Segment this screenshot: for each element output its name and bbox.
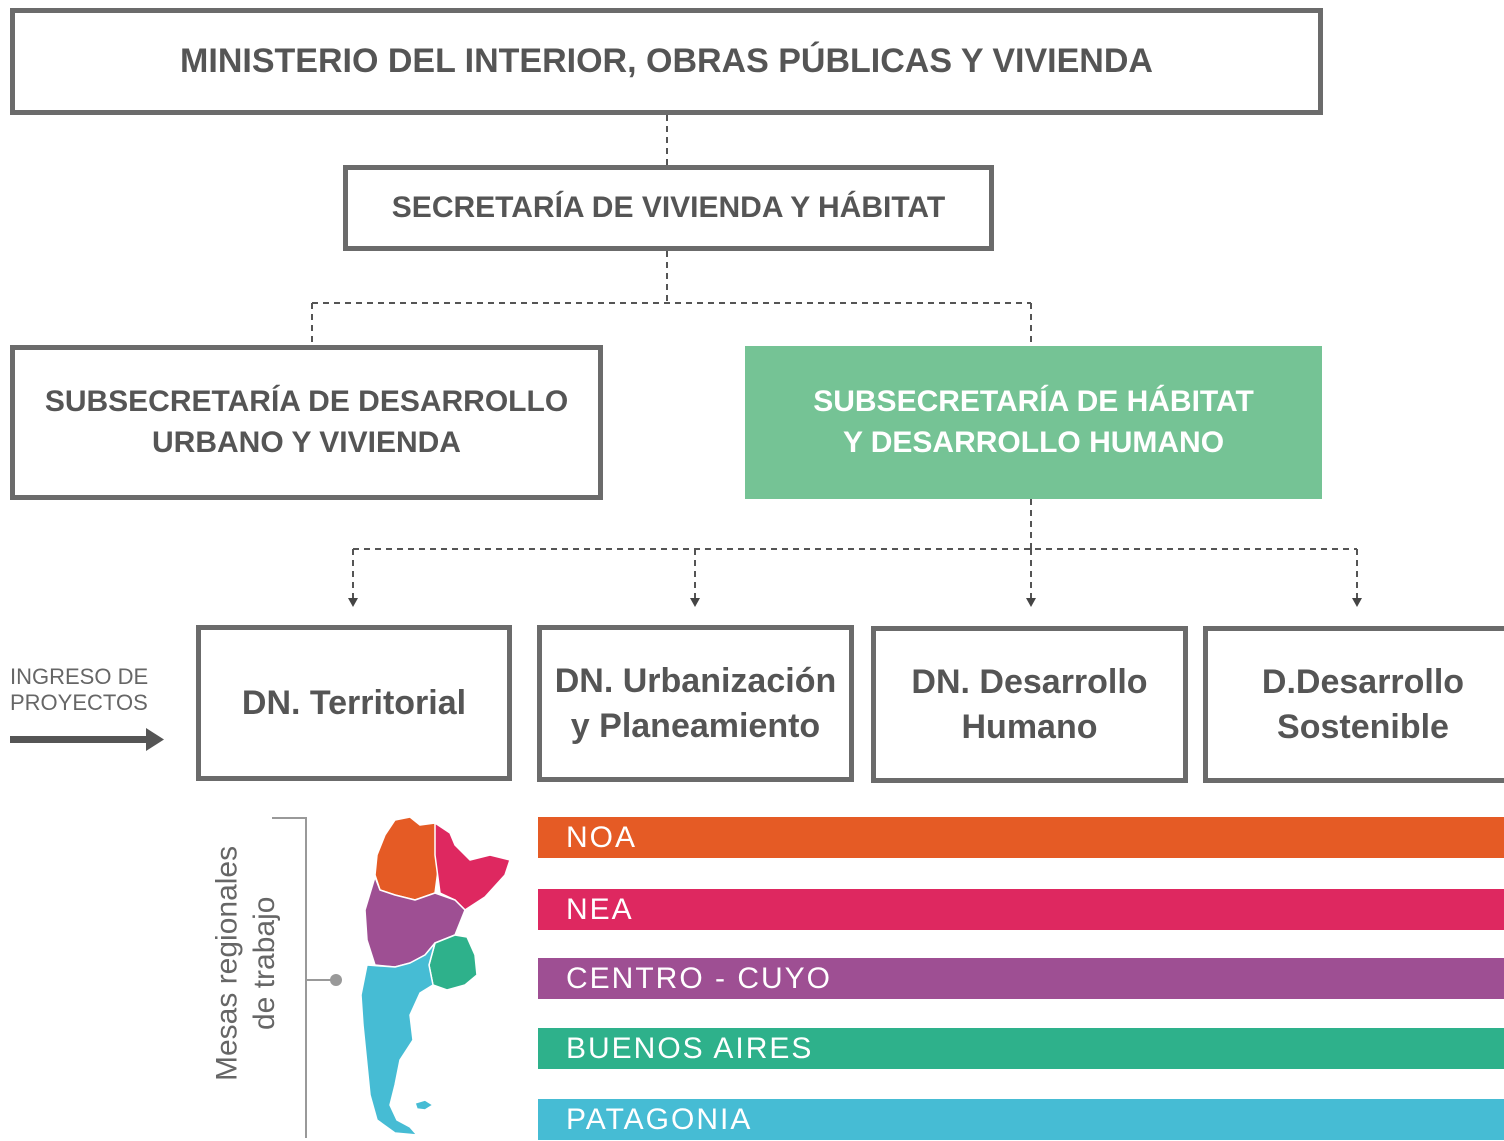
dn-urbanizacion-box: DN. Urbanización y Planeamiento (537, 625, 854, 782)
d-sostenible-line-2: Sostenible (1277, 707, 1449, 746)
mesas-line-2: de trabajo (248, 896, 281, 1030)
ministerio-box: MINISTERIO DEL INTERIOR, OBRAS PÚBLICAS … (10, 8, 1323, 115)
d-sostenible-line-1: D.Desarrollo (1261, 663, 1465, 702)
subsecretaria-habitat-line-1: SUBSECRETARÍA DE HÁBITAT (813, 385, 1254, 418)
secretaria-title: SECRETARÍA DE VIVIENDA Y HÁBITAT (391, 191, 946, 224)
dn-urbanizacion-line-2: y Planeamiento (570, 706, 821, 745)
ingreso-line-1: INGRESO DE (10, 664, 149, 689)
dn-humano-line-1: DN. Desarrollo (911, 663, 1148, 702)
dn-humano-line-2: Humano (961, 707, 1098, 746)
region-bar-noa: NOA (538, 817, 1504, 858)
mesas-line-1: Mesas regionales (210, 845, 244, 1081)
secretaria-box: SECRETARÍA DE VIVIENDA Y HÁBITAT (343, 165, 994, 251)
region-bar-buenos-aires: BUENOS AIRES (538, 1028, 1504, 1069)
ingreso-line-2: PROYECTOS (10, 690, 148, 716)
mesas-regionales-label: Mesas regionales de trabajo (196, 818, 296, 1108)
region-bar-nea: NEA (538, 889, 1504, 930)
arrow-right-icon (10, 728, 164, 751)
d-desarrollo-sostenible-box: D.Desarrollo Sostenible (1203, 626, 1504, 783)
argentina-map-icon (360, 816, 511, 1136)
subsecretaria-urbano-line-2: URBANO Y VIVIENDA (152, 425, 461, 459)
ingreso-proyectos-label: INGRESO DE PROYECTOS (10, 664, 148, 717)
ministerio-title: MINISTERIO DEL INTERIOR, OBRAS PÚBLICAS … (180, 42, 1153, 80)
subsecretaria-urbano-line-1: SUBSECRETARÍA DE DESARROLLO (44, 385, 569, 418)
region-bar-patagonia: PATAGONIA (538, 1099, 1504, 1140)
dn-territorial-box: DN. Territorial (196, 625, 512, 781)
subsecretaria-habitat-box: SUBSECRETARÍA DE HÁBITAT Y DESARROLLO HU… (745, 346, 1322, 499)
region-bar-centro-cuyo: CENTRO - CUYO (538, 958, 1504, 999)
dn-desarrollo-humano-box: DN. Desarrollo Humano (871, 626, 1188, 783)
subsecretaria-habitat-line-2: Y DESARROLLO HUMANO (842, 425, 1225, 459)
dn-territorial-label: DN. Territorial (241, 683, 467, 722)
subsecretaria-urbano-box: SUBSECRETARÍA DE DESARROLLO URBANO Y VIV… (10, 345, 603, 500)
dn-urbanizacion-line-1: DN. Urbanización (554, 662, 837, 701)
